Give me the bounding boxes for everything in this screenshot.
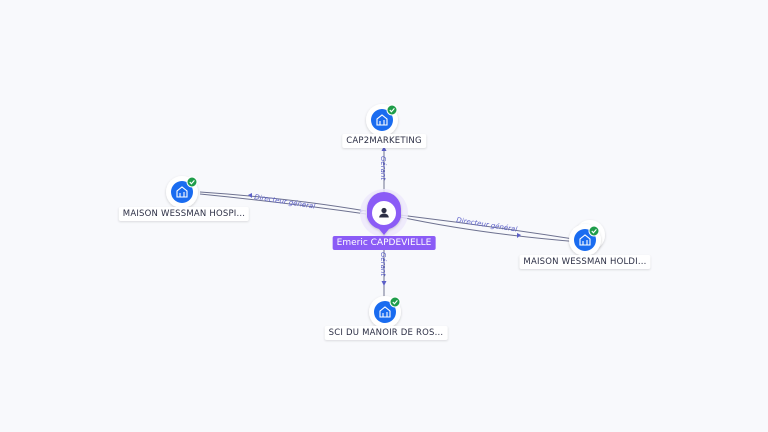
company-label-sci-du-manoir[interactable]: SCI DU MANOIR DE ROS... — [324, 326, 448, 340]
verified-check-icon — [588, 225, 600, 237]
company-label-maison-wessman-holdi[interactable]: MAISON WESSMAN HOLDI... — [519, 255, 651, 269]
edge-label-gerant-bottom: Gérant — [379, 252, 387, 276]
company-label-cap2marketing[interactable]: CAP2MARKETING — [342, 134, 426, 148]
verified-check-icon — [186, 176, 198, 188]
edge-label-gerant-top: Gérant — [379, 156, 387, 180]
company-label-maison-wessman-hospi[interactable]: MAISON WESSMAN HOSPI... — [118, 207, 250, 221]
company-building-icon — [176, 186, 188, 198]
person-icon — [379, 207, 389, 218]
company-node-cap2marketing[interactable] — [366, 104, 398, 136]
company-building-icon — [379, 306, 391, 318]
company-node-maison-wessman-hospi[interactable] — [166, 176, 198, 208]
person-node[interactable] — [360, 189, 408, 237]
verified-check-icon — [386, 104, 398, 116]
company-node-maison-wessman-holdi[interactable] — [569, 220, 605, 256]
person-name-label[interactable]: Emeric CAPDEVIELLE — [332, 236, 436, 250]
company-building-icon — [376, 114, 388, 126]
edge-label-directeur-right: Directeur général — [456, 216, 518, 234]
company-building-icon — [579, 234, 591, 246]
company-node-sci-du-manoir[interactable] — [369, 296, 401, 328]
edge-label-directeur-left: Directeur général — [254, 193, 316, 211]
verified-check-icon — [389, 296, 401, 308]
